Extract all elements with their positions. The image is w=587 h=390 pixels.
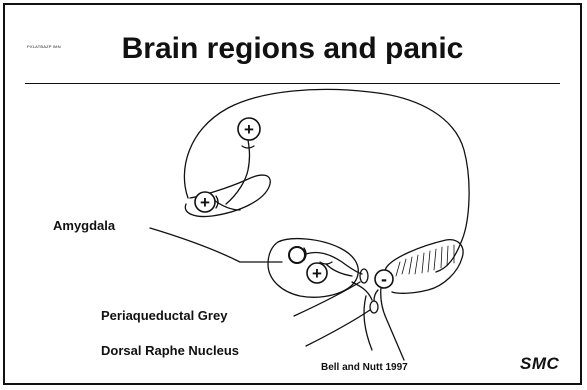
plus-sign-top: + bbox=[244, 120, 254, 139]
pathway-top bbox=[226, 140, 250, 204]
dorsal-raphe-nucleus-label: Dorsal Raphe Nucleus bbox=[101, 343, 239, 358]
amygdala-pointer bbox=[150, 228, 282, 262]
plus-sign-low: + bbox=[312, 264, 322, 283]
drn-pointer bbox=[306, 310, 370, 346]
minus-sign: - bbox=[381, 269, 387, 289]
citation-text: Bell and Nutt 1997 bbox=[321, 362, 408, 373]
smc-logo: SMC bbox=[520, 354, 559, 374]
amygdala-node bbox=[289, 247, 305, 263]
cerebellum-outline bbox=[386, 240, 463, 294]
pathway-top-cap bbox=[242, 146, 254, 148]
brain-outline bbox=[184, 89, 469, 272]
periaqueductal-grey-label: Periaqueductal Grey bbox=[101, 308, 227, 323]
amygdala-label: Amygdala bbox=[53, 218, 115, 233]
raphe-to-minus bbox=[374, 290, 378, 301]
periaqueductal-grey-node bbox=[360, 269, 368, 283]
dorsal-raphe-node bbox=[370, 301, 378, 313]
plus-sign-mid: + bbox=[200, 193, 210, 212]
cerebellum-hatch bbox=[396, 245, 454, 276]
